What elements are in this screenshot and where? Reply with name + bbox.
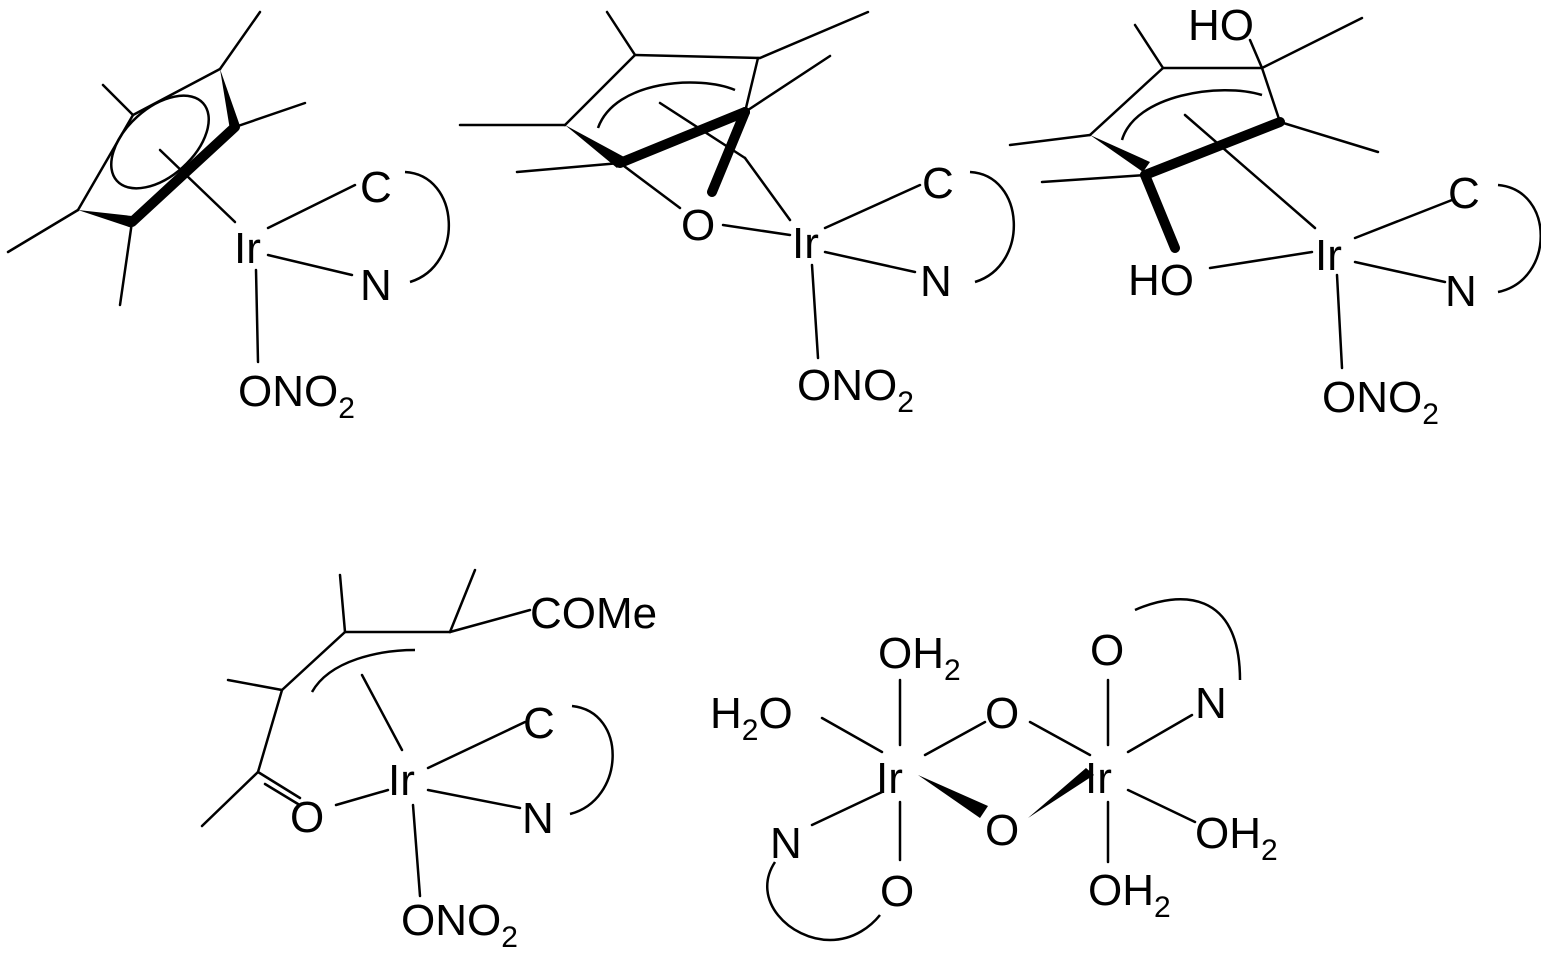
iridium-atom-5b: Ir — [1085, 754, 1112, 803]
aqua-ligand-left: H2O — [710, 689, 793, 747]
molecule-cp-star: Ir C N ONO2 — [6, 10, 451, 425]
nitrate-label-2: ONO2 — [797, 361, 914, 419]
nitrogen-atom-5a: N — [770, 819, 802, 868]
molecule-oxo-diene: O Ir C N ONO2 — [458, 10, 1016, 419]
hydroxyl-bottom: HO — [1128, 256, 1194, 305]
iridium-atom-1: Ir — [234, 224, 261, 273]
iridium-atom-4: Ir — [388, 756, 415, 805]
nitrate-label-3: ONO2 — [1322, 373, 1439, 431]
aqua-ligand-bottom: OH2 — [1088, 866, 1171, 924]
iridium-atom-5a: Ir — [876, 754, 903, 803]
molecule-ketone: COMe O Ir C N ONO2 — [200, 568, 657, 954]
nitrogen-atom-2: N — [920, 257, 952, 306]
carbonyl-oxygen: O — [290, 793, 324, 842]
molecule-diol: HO HO Ir C N ONO2 — [1008, 1, 1541, 431]
nitrogen-atom-5b: N — [1195, 679, 1227, 728]
nitrogen-atom-1: N — [360, 261, 392, 310]
molecule-dimer: OH2 H2O Ir O O Ir O N OH2 OH2 N O — [710, 598, 1278, 942]
carbon-atom-2: C — [922, 159, 954, 208]
carbon-atom-1: C — [360, 163, 392, 212]
carbon-atom-3: C — [1448, 169, 1480, 218]
oxygen-chelate-top: O — [1090, 626, 1124, 675]
nitrate-label-1: ONO2 — [238, 367, 355, 425]
hydroxyl-top: HO — [1188, 1, 1254, 50]
carbon-atom-4: C — [523, 699, 555, 748]
iridium-atom-3: Ir — [1315, 231, 1342, 280]
nitrate-label-4: ONO2 — [401, 896, 518, 954]
aqua-ligand-top: OH2 — [878, 629, 961, 687]
oxygen-chelate-bottom: O — [880, 867, 914, 916]
oxygen-atom-2: O — [681, 201, 715, 250]
nitrogen-atom-4: N — [522, 794, 554, 843]
iridium-atom-2: Ir — [792, 219, 819, 268]
bridging-oxygen-top: O — [985, 689, 1019, 738]
nitrogen-atom-3: N — [1445, 267, 1477, 316]
bridging-oxygen-bottom: O — [985, 806, 1019, 855]
acetyl-label: COMe — [530, 589, 657, 638]
aqua-ligand-right: OH2 — [1195, 809, 1278, 867]
